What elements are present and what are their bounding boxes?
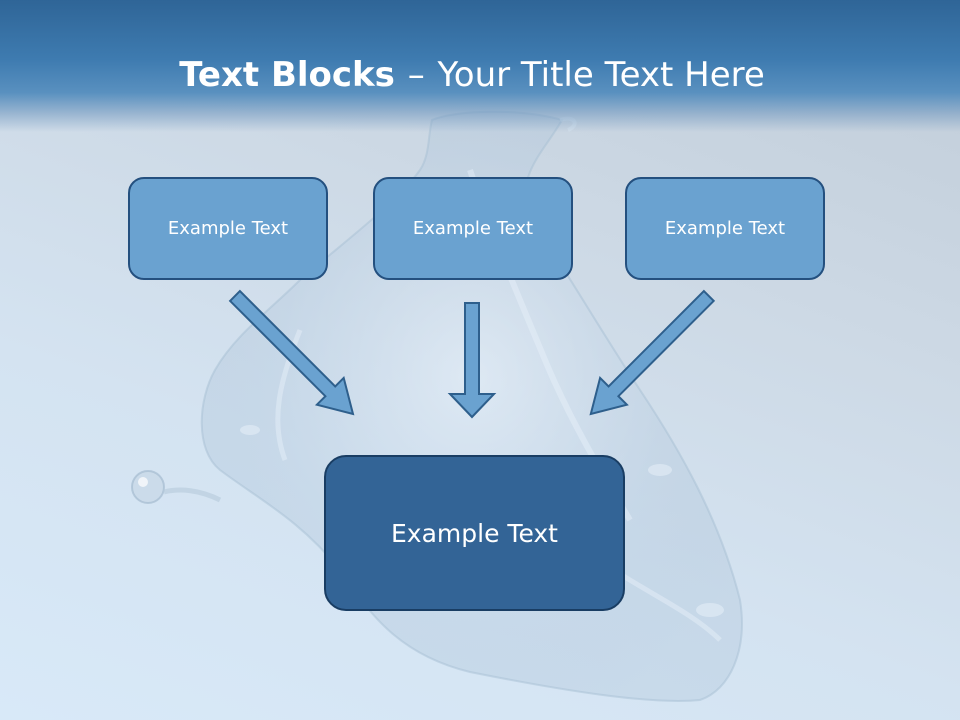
title-rest-text: Your Title Text Here [437, 55, 765, 95]
text-block-left-label: Example Text [167, 218, 289, 239]
arrow-left-diagonal [228, 289, 355, 416]
title-bold-text: Text Blocks [179, 55, 395, 95]
arrow-right-diagonal [589, 289, 716, 416]
title-separator: – [407, 55, 425, 95]
arrow-down [447, 302, 497, 419]
slide-title: Text Blocks – Your Title Text Here [0, 54, 944, 96]
text-block-center-label: Example Text [391, 518, 558, 548]
text-block-middle[interactable]: Example Text [373, 177, 573, 280]
text-block-middle-label: Example Text [412, 218, 534, 239]
header-band [0, 0, 960, 132]
text-block-right[interactable]: Example Text [625, 177, 825, 280]
text-block-center[interactable]: Example Text [324, 455, 625, 611]
text-block-right-label: Example Text [664, 218, 786, 239]
text-block-left[interactable]: Example Text [128, 177, 328, 280]
